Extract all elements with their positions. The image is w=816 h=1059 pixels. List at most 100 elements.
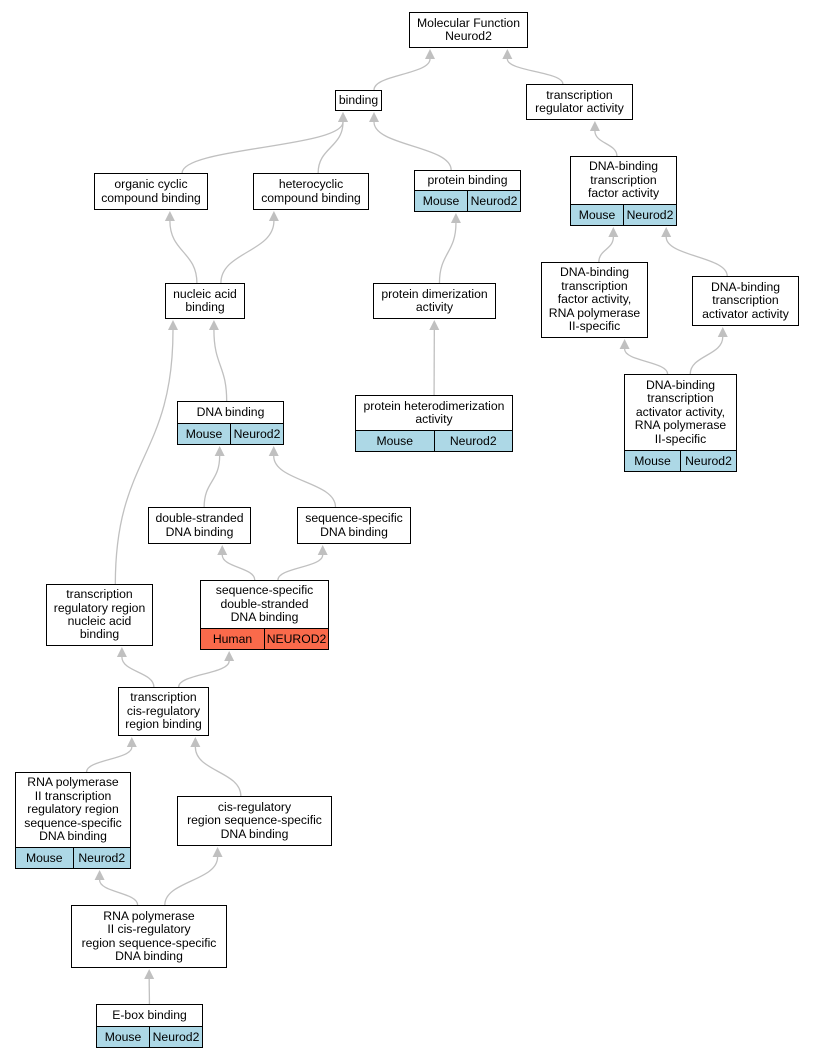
- node-crrssdb[interactable]: cis-regulatory region sequence-specific …: [177, 796, 332, 846]
- node-label: RNA polymerase II cis-regulatory region …: [81, 908, 217, 963]
- node-nab[interactable]: nucleic acid binding: [165, 283, 245, 319]
- arrowhead: [224, 651, 235, 661]
- arrowhead: [168, 320, 178, 330]
- edge-dbtaa2-to-dbtfa2: [623, 348, 669, 375]
- arrowhead: [589, 121, 600, 131]
- arrowhead: [116, 647, 127, 657]
- node-dbtfa2[interactable]: DNA-binding transcription factor activit…: [541, 262, 648, 338]
- gene-tag: NEUROD2: [264, 629, 328, 649]
- node-rp2crr[interactable]: RNA polymerase II cis-regulatory region …: [71, 905, 227, 968]
- edge-ocb-to-binding: [181, 121, 344, 174]
- gene-tag: Neurod2: [467, 191, 520, 211]
- node-tags: Mouse Neurod2: [571, 204, 676, 225]
- arrowhead: [661, 227, 672, 237]
- edge-ssdb-to-db: [273, 455, 337, 508]
- arrowhead: [369, 112, 379, 122]
- node-ssdsdb[interactable]: sequence-specific double-stranded DNA bi…: [200, 580, 329, 650]
- edge-dsdb-to-db: [203, 455, 221, 508]
- node-label: binding: [338, 92, 379, 107]
- arrowhead: [450, 213, 461, 223]
- arrowhead: [126, 737, 137, 747]
- species-tag: Mouse: [376, 434, 414, 448]
- gene-tag: Neurod2: [230, 424, 283, 444]
- arrowhead: [212, 847, 223, 857]
- node-label: DNA binding: [196, 404, 265, 419]
- arrowhead: [208, 320, 219, 330]
- edge-rp2trr-to-tcrrb: [85, 746, 133, 773]
- edge-pda-to-pb: [438, 222, 457, 284]
- edge-rp2crr-to-crrssdb: [164, 856, 219, 906]
- edge-dbtfa-to-tra: [594, 130, 618, 157]
- arrowhead: [317, 545, 328, 555]
- node-mf[interactable]: Molecular Function Neurod2: [409, 12, 528, 48]
- edge-db-to-nab: [213, 329, 228, 402]
- edge-ssdsdb-to-ssdb: [277, 554, 324, 581]
- node-label: organic cyclic compound binding: [101, 177, 201, 205]
- node-label: nucleic acid binding: [173, 286, 237, 314]
- node-binding[interactable]: binding: [335, 90, 382, 111]
- species-tag: Mouse: [185, 427, 223, 441]
- node-pda[interactable]: protein dimerization activity: [373, 283, 496, 319]
- arrowhead: [144, 969, 155, 979]
- node-hcb[interactable]: heterocyclic compound binding: [253, 173, 369, 210]
- edge-hcb-to-binding: [317, 121, 344, 174]
- edge-tcrrb-to-trrnab: [121, 656, 155, 688]
- node-rp2trr[interactable]: RNA polymerase II transcription regulato…: [15, 772, 131, 869]
- node-label: RNA polymerase II transcription regulato…: [24, 775, 122, 844]
- node-label: protein dimerization activity: [381, 286, 488, 314]
- edge-nab-to-ocb: [169, 220, 198, 284]
- edge-dbtaa2-to-dbtaa: [689, 336, 724, 375]
- node-label: sequence-specific double-stranded DNA bi…: [215, 583, 314, 625]
- arrowhead: [619, 339, 630, 349]
- node-ssdb[interactable]: sequence-specific DNA binding: [297, 507, 411, 544]
- node-dbtaa[interactable]: DNA-binding transcription activator acti…: [692, 276, 799, 326]
- edge-binding-to-mf: [373, 58, 431, 91]
- gene-tag: Neurod2: [149, 1027, 202, 1047]
- arrowhead: [268, 211, 279, 221]
- node-label: Molecular Function Neurod2: [417, 15, 520, 43]
- species-tag: Mouse: [422, 194, 460, 208]
- node-tags: Mouse Neurod2: [178, 423, 283, 444]
- node-dsdb[interactable]: double-stranded DNA binding: [148, 507, 251, 544]
- node-tcrrb[interactable]: transcription cis-regulatory region bind…: [118, 687, 209, 736]
- arrowhead: [502, 49, 513, 59]
- arrowhead: [164, 211, 175, 221]
- arrowhead: [268, 446, 279, 456]
- arrowhead: [214, 446, 225, 456]
- gene-tag: Neurod2: [680, 451, 736, 471]
- node-label: protein heterodimerization activity: [363, 398, 505, 426]
- node-label: DNA-binding transcription activator acti…: [634, 377, 727, 446]
- node-dbtfa[interactable]: DNA-binding transcription factor activit…: [570, 156, 677, 226]
- arrowhead: [608, 227, 619, 237]
- edge-dbtaa-to-dbtfa: [665, 236, 728, 277]
- edge-dbtfa2-to-dbtfa: [598, 236, 614, 263]
- node-tra[interactable]: transcription regulator activity: [526, 84, 633, 120]
- node-label: transcription regulator activity: [535, 87, 624, 115]
- species-tag: Mouse: [634, 454, 671, 468]
- gene-tag: Neurod2: [623, 205, 676, 225]
- species-tag: Mouse: [578, 208, 616, 222]
- arrowhead: [425, 49, 435, 59]
- node-dbtaa2[interactable]: DNA-binding transcription activator acti…: [624, 374, 737, 472]
- edge-trrnab-to-nab: [114, 329, 174, 585]
- gene-tag: Neurod2: [72, 848, 131, 868]
- node-tags: Mouse Neurod2: [625, 450, 736, 471]
- node-ocb[interactable]: organic cyclic compound binding: [94, 173, 208, 210]
- node-tags: Mouse Neurod2: [415, 190, 520, 211]
- node-trrnab[interactable]: transcription regulatory region nucleic …: [46, 584, 153, 646]
- node-label: DNA-binding transcription activator acti…: [702, 279, 789, 321]
- edge-pb-to-binding: [373, 121, 452, 171]
- arrowhead: [217, 545, 228, 555]
- edge-rp2crr-to-rp2trr: [98, 879, 139, 906]
- arrowhead: [717, 327, 728, 337]
- species-tag: Human: [212, 632, 253, 646]
- node-label: heterocyclic compound binding: [261, 177, 361, 205]
- node-label: protein binding: [427, 172, 508, 187]
